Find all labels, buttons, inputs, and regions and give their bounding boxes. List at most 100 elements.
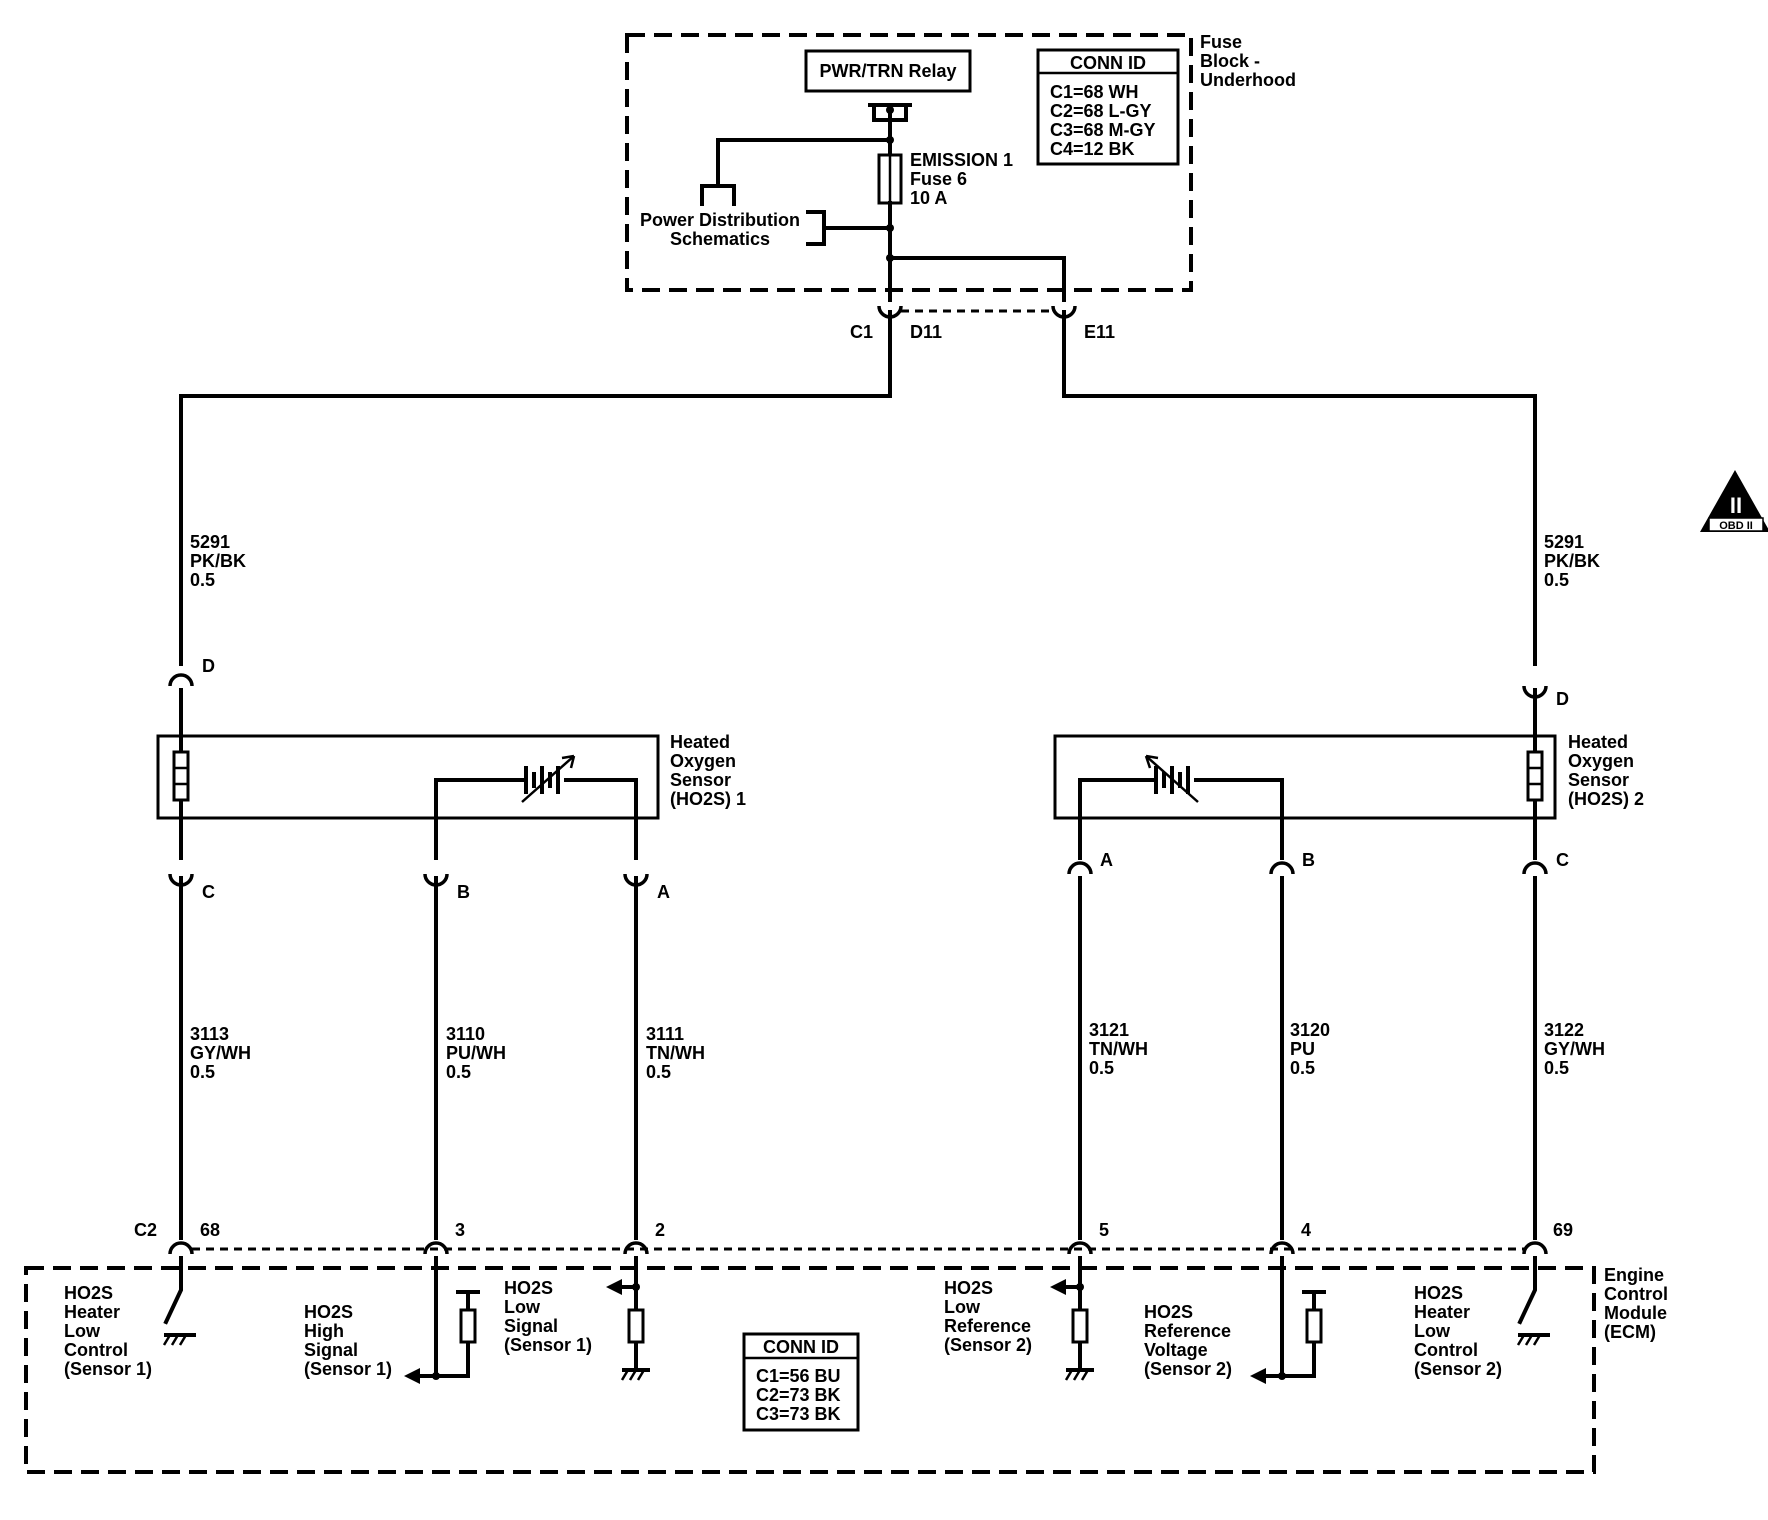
ecm-conn-id-box — [742, 1332, 860, 1432]
ecm-label-2: Control — [1604, 1284, 1668, 1304]
ecm-refv2-label-4: (Sensor 2) — [1144, 1359, 1232, 1379]
wire-3110-label-1: 3110 — [446, 1024, 485, 1044]
ecm-refv2-wire — [1262, 1256, 1284, 1378]
fuse-block-underhood: Fuse Block - Underhood PWR/TRN Relay CON… — [625, 32, 1296, 302]
fuse-block-conn-row-1: C1=68 WH — [1050, 82, 1139, 102]
fuse-block-label-2: Block - — [1200, 51, 1260, 71]
s1-variable-cell — [524, 766, 560, 794]
ecm-heater2-ground — [1516, 1334, 1542, 1346]
wire-5291-right — [1062, 310, 1537, 666]
s2-pin-b-connector — [1269, 861, 1295, 875]
obd-ii-badge: II OBD II — [1700, 470, 1768, 532]
wire-3111-label-2: TN/WH — [646, 1043, 705, 1063]
s2-cell-wire — [1078, 778, 1284, 860]
ecm-pin-68-label: 68 — [200, 1220, 220, 1240]
ecm-label-1: Engine — [1604, 1265, 1664, 1285]
s1-pin-b-label: B — [457, 882, 470, 902]
ecm-high1-arrow — [404, 1368, 420, 1384]
ecm-conn-id-title: CONN ID — [763, 1337, 839, 1357]
ecm-heater2-label-4: Control — [1414, 1340, 1478, 1360]
heated-oxygen-sensor-2: D Heated Oxygen Sensor (HO2S) 2 A B C — [1053, 685, 1644, 875]
s1-pin-d-label: D — [202, 656, 215, 676]
s2-pin-c-label: C — [1556, 850, 1569, 870]
ecm-refv2-pullup — [1280, 1290, 1326, 1378]
fuse-block-conn-id-title: CONN ID — [1070, 53, 1146, 73]
s2-heater-lines — [1528, 766, 1542, 786]
ecm-low1-arrow — [606, 1279, 622, 1295]
wire-3110-label-2: PU/WH — [446, 1043, 506, 1063]
ecm-low1-ground — [620, 1369, 646, 1381]
power-dist-label-2: Schematics — [670, 229, 770, 249]
ecm-refv2-label-1: HO2S — [1144, 1302, 1193, 1322]
fuse-label-2: Fuse 6 — [910, 169, 967, 189]
fuse-label-1: EMISSION 1 — [910, 150, 1013, 170]
fuse-block-label-1: Fuse — [1200, 32, 1242, 52]
ecm-heater1-label-5: (Sensor 1) — [64, 1359, 152, 1379]
s2-label-2: Oxygen — [1568, 751, 1634, 771]
fuse-block-conn-row-3: C3=68 M-GY — [1050, 120, 1156, 140]
wire-5291-left-label-2: PK/BK — [190, 551, 246, 571]
obd-ii-roman: II — [1730, 493, 1742, 518]
ecm-lowref2-label-2: Low — [944, 1297, 981, 1317]
ecm-pin-3-label: 3 — [455, 1220, 465, 1240]
wire-3113-label-3: 0.5 — [190, 1062, 215, 1082]
s2-pin-b-label: B — [1302, 850, 1315, 870]
wire-3120-label-2: PU — [1290, 1039, 1315, 1059]
wire-3122-label-2: GY/WH — [1544, 1039, 1605, 1059]
s2-label-3: Sensor — [1568, 770, 1629, 790]
ecm-heater1-label-3: Low — [64, 1321, 101, 1341]
ecm-heater1-label-2: Heater — [64, 1302, 120, 1322]
obd-ii-text: OBD II — [1719, 520, 1753, 532]
e11-internal-wire — [888, 256, 1066, 302]
ecm-low1-resistor — [627, 1308, 645, 1344]
ecm-refv2-arrow — [1250, 1368, 1266, 1384]
pin-c1-label: C1 — [850, 322, 873, 342]
ecm-high1-label-1: HO2S — [304, 1302, 353, 1322]
s1-pin-a-label: A — [657, 882, 670, 902]
wire-3122-label-3: 0.5 — [1544, 1058, 1569, 1078]
ecm-heater1-label-1: HO2S — [64, 1283, 113, 1303]
ecm-high1-wire — [416, 1256, 438, 1378]
wire-3120-label-1: 3120 — [1290, 1020, 1330, 1040]
pwr-trn-relay-label: PWR/TRN Relay — [819, 61, 956, 81]
power-dist-upper-wire — [716, 138, 892, 188]
s2-pin-a-label: A — [1100, 850, 1113, 870]
wire-3121-label-3: 0.5 — [1089, 1058, 1114, 1078]
ecm-lowref2-ground — [1064, 1369, 1090, 1381]
ecm-high1-pullup — [434, 1290, 480, 1378]
ecm-lowref2-arrow — [1050, 1279, 1066, 1295]
s1-variable-arrow — [521, 754, 576, 803]
s1-pin-d-connector — [168, 673, 194, 687]
ecm-low1-label-3: Signal — [504, 1316, 558, 1336]
ecm-conn-c2-label: C2 — [134, 1220, 157, 1240]
ecm-outline — [24, 1266, 1596, 1474]
fuse-block-conn-row-4: C4=12 BK — [1050, 139, 1135, 159]
ecm-conn-row-3: C3=73 BK — [756, 1404, 841, 1424]
s1-label-3: Sensor — [670, 770, 731, 790]
wire-3120-label-3: 0.5 — [1290, 1058, 1315, 1078]
power-dist-lower-bracket — [806, 210, 892, 246]
s2-pin-c-connector — [1522, 861, 1548, 875]
ecm-low1-label-2: Low — [504, 1297, 541, 1317]
fuse-block-label-3: Underhood — [1200, 70, 1296, 90]
obd-ii-text-box — [1708, 517, 1764, 532]
s1-label-1: Heated — [670, 732, 730, 752]
ecm-connector-c2: C2 68 3 2 5 4 69 — [134, 1220, 1573, 1255]
ecm-lowref2-label-4: (Sensor 2) — [944, 1335, 1032, 1355]
pin-e11-label: E11 — [1084, 322, 1115, 342]
s2-label-1: Heated — [1568, 732, 1628, 752]
wire-3113-label-2: GY/WH — [190, 1043, 251, 1063]
wire-3111-label-1: 3111 — [646, 1024, 684, 1044]
ecm-refv2-label-2: Reference — [1144, 1321, 1231, 1341]
ecm-pin-2-label: 2 — [655, 1220, 665, 1240]
ecm-high1-resistor — [459, 1308, 477, 1344]
ecm-lowref2-resistor — [1071, 1308, 1089, 1344]
ecm-lowref2-label-3: Reference — [944, 1316, 1031, 1336]
s2-label-4: (HO2S) 2 — [1568, 789, 1644, 809]
wire-5291-right-label-1: 5291 — [1544, 532, 1584, 552]
s2-variable-arrow — [1144, 754, 1199, 803]
pwr-trn-relay-box — [804, 49, 972, 93]
s1-heater-lines — [174, 766, 188, 786]
pin-d11-label: D11 — [910, 322, 942, 342]
